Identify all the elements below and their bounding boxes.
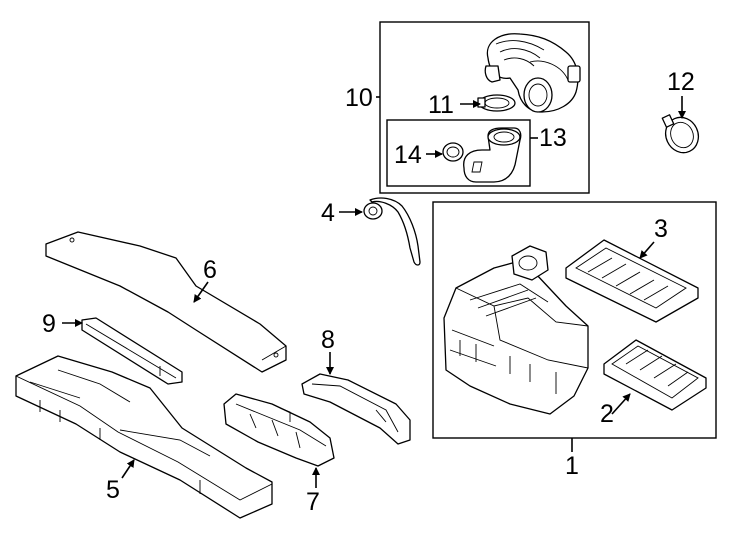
intake-hose-group-box xyxy=(379,21,590,194)
callout-10: 10 xyxy=(345,84,373,112)
resonator-part xyxy=(463,127,522,183)
lower-duct-part xyxy=(15,355,273,519)
seal-strip-part xyxy=(81,317,183,385)
breather-hose-part xyxy=(363,197,421,266)
inlet-duct-part xyxy=(301,373,411,445)
o-ring-part xyxy=(442,142,464,162)
callout-6: 6 xyxy=(203,256,217,284)
callout-11: 11 xyxy=(428,91,454,119)
callout-8: 8 xyxy=(321,326,335,354)
callout-3: 3 xyxy=(654,215,668,243)
cover-panel-part xyxy=(45,231,287,373)
leader-3 xyxy=(639,241,655,259)
callout-9: 9 xyxy=(42,310,56,338)
bracket-part xyxy=(223,393,335,467)
intake-hose-part xyxy=(484,33,581,113)
callout-12: 12 xyxy=(667,68,695,96)
callout-1: 1 xyxy=(565,452,579,480)
lower-filter-part xyxy=(603,339,707,411)
air-cleaner-housing-part xyxy=(443,245,589,415)
callout-4: 4 xyxy=(321,199,335,227)
leader-2 xyxy=(611,393,631,415)
leader-lines xyxy=(62,96,686,488)
leader-6 xyxy=(193,281,209,303)
callout-7: 7 xyxy=(306,488,320,516)
resonator-group-box xyxy=(386,119,531,187)
upper-filter-part xyxy=(565,239,699,323)
callout-14: 14 xyxy=(394,141,422,169)
clamp-12-part xyxy=(661,114,700,154)
callout-2: 2 xyxy=(600,400,614,428)
leader-5 xyxy=(121,459,135,479)
callout-5: 5 xyxy=(106,476,120,504)
hose-clamp-part xyxy=(477,94,516,112)
air-cleaner-group-box xyxy=(432,201,717,439)
callout-13: 13 xyxy=(539,124,567,152)
